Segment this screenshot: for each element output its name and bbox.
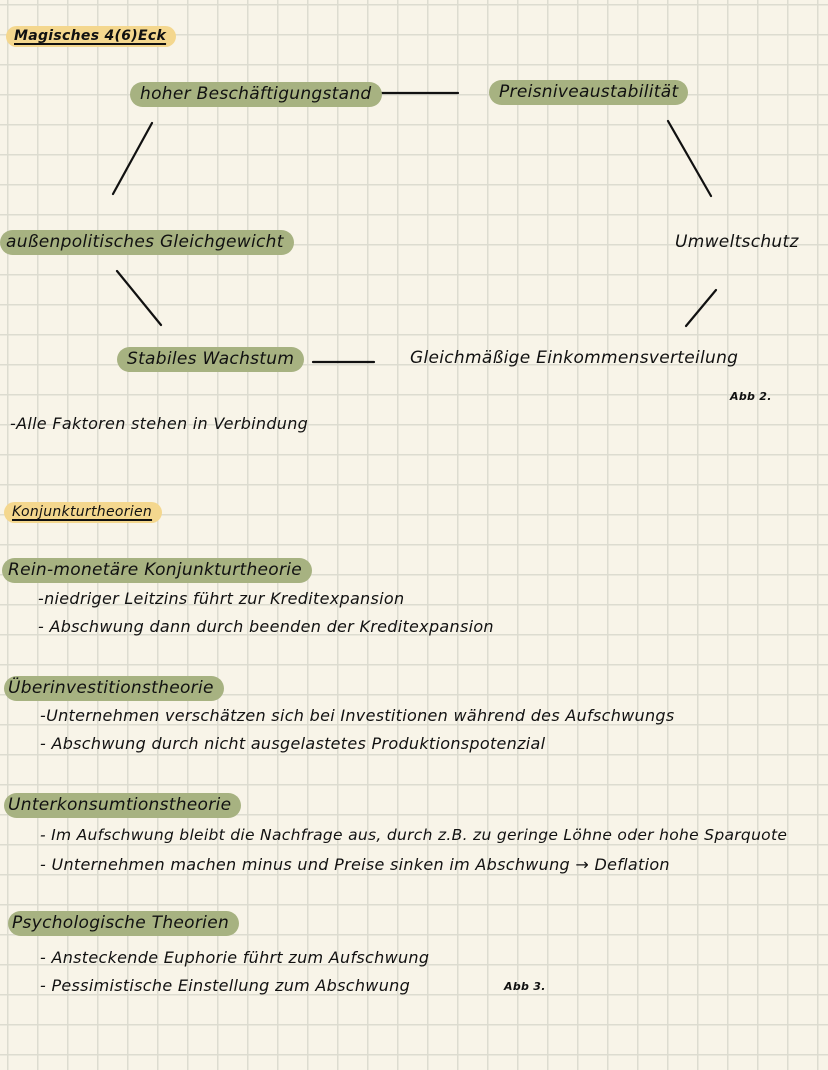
theory-point: -Unternehmen verschätzen sich bei Invest…	[40, 706, 675, 725]
theory-heading-unterkonsumtion: Unterkonsumtionstheorie	[4, 793, 242, 818]
connector-top-right	[666, 119, 713, 198]
theory-point: - Abschwung durch nicht ausgelastetes Pr…	[40, 734, 546, 753]
section-title-magisches-eck: Magisches 4(6)Eck	[6, 26, 177, 47]
connector-right	[684, 288, 718, 328]
node-aussenpolitisches-gleichgewicht: außenpolitisches Gleichgewicht	[0, 230, 294, 255]
theory-point: - Im Aufschwung bleibt die Nachfrage aus…	[40, 826, 788, 844]
theory-point: - Ansteckende Euphorie führt zum Aufschw…	[40, 948, 430, 967]
theory-heading-psychologisch: Psychologische Theorien	[8, 911, 240, 936]
theory-heading-ueberinvestition: Überinvestitionstheorie	[4, 676, 224, 701]
connector-left	[115, 269, 163, 327]
theory-point: - Pessimistische Einstellung zum Abschwu…	[40, 976, 411, 995]
connector-top-left	[111, 121, 154, 196]
theory-point: - Abschwung dann durch beenden der Kredi…	[38, 617, 494, 636]
figure-label-abb3: Abb 3.	[504, 980, 546, 993]
theory-point: -niedriger Leitzins führt zur Kreditexpa…	[38, 589, 405, 608]
theory-point: - Unternehmen machen minus und Preise si…	[40, 855, 670, 874]
node-stabiles-wachstum: Stabiles Wachstum	[117, 347, 305, 372]
node-hoher-beschaeftigungsstand: hoher Beschäftigungstand	[130, 82, 382, 107]
node-preisniveaustabilitaet: Preisniveaustabilität	[489, 80, 689, 105]
node-umweltschutz: Umweltschutz	[675, 232, 799, 252]
note-alle-faktoren: -Alle Faktoren stehen in Verbindung	[10, 414, 309, 433]
section-title-konjunkturtheorien: Konjunkturtheorien	[4, 502, 163, 523]
figure-label-abb2: Abb 2.	[730, 390, 772, 403]
theory-heading-rein-monetaer: Rein-monetäre Konjunkturtheorie	[2, 558, 313, 583]
node-gleichmaessige-einkommensverteilung: Gleichmäßige Einkommensverteilung	[410, 348, 739, 368]
